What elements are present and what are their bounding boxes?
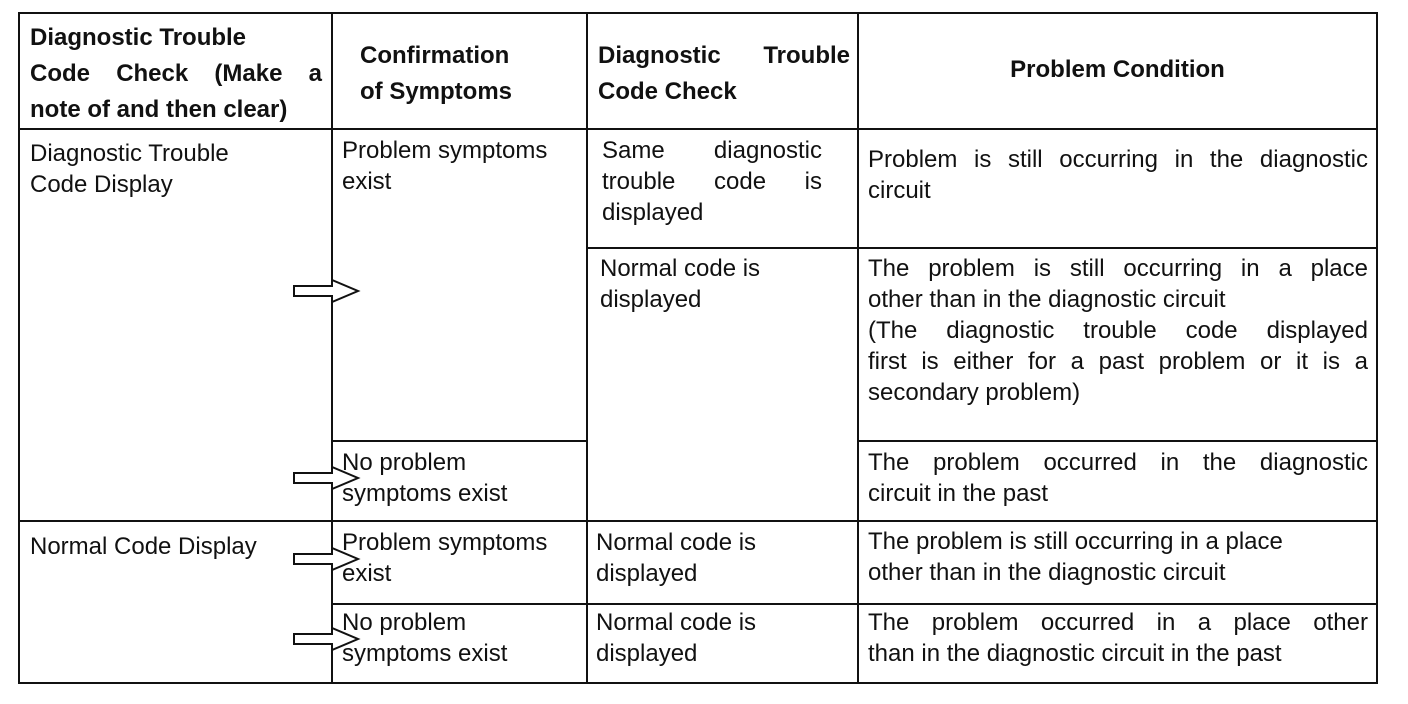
col-divider: [857, 14, 859, 682]
symptoms-cell: Problem symptoms exist: [342, 527, 547, 589]
header-line: Confirmation: [360, 42, 510, 69]
header-line: Code Check: [598, 78, 737, 105]
cell-line: other than in the diagnostic circuit: [868, 286, 1226, 313]
header-line: Diagnostic Trouble: [30, 24, 247, 51]
cell-line: circuit: [868, 177, 931, 204]
cell-line: The problem is still occurring in a plac…: [868, 255, 1368, 282]
row-divider: [331, 440, 586, 442]
header-line: of Symptoms: [360, 78, 513, 105]
right-arrow-icon: [293, 466, 361, 490]
col-divider: [331, 14, 333, 682]
problem-condition-cell: The problem occurred in a place other th…: [868, 607, 1368, 669]
cell-line: secondary problem): [868, 379, 1081, 406]
cell-line: trouble code is: [602, 168, 822, 195]
row-divider: [857, 440, 1376, 442]
cell-line: Diagnostic Trouble: [30, 140, 229, 167]
symptoms-cell: No problem symptoms exist: [342, 607, 507, 669]
header-line: Diagnostic Trouble: [598, 42, 850, 69]
cell-line: first is either for a past problem or it…: [868, 348, 1368, 375]
dtc-check-cell: Normal code is displayed: [596, 527, 756, 589]
cell-line: Same diagnostic: [602, 137, 822, 164]
row-divider: [20, 128, 1376, 130]
row-divider: [586, 247, 1376, 249]
cell-line: other than in the diagnostic circuit: [868, 559, 1226, 586]
row-divider: [331, 603, 1376, 605]
problem-condition-cell: The problem is still occurring in a plac…: [868, 253, 1368, 408]
cell-line: Normal code is: [600, 255, 761, 282]
diagnostic-table: Diagnostic Trouble Code Check (Make a no…: [18, 12, 1378, 684]
header-confirmation: Confirmation of Symptoms: [360, 38, 556, 110]
problem-condition-cell: Problem is still occurring in the diagno…: [868, 144, 1368, 206]
cell-line: exist: [342, 168, 392, 195]
cell-line: exist: [342, 560, 392, 587]
right-arrow-icon: [293, 279, 361, 303]
cell-line: Normal Code Display: [30, 533, 257, 560]
header-dtc-check-clear: Diagnostic Trouble Code Check (Make a no…: [30, 20, 322, 128]
cell-line: displayed: [600, 286, 702, 313]
right-arrow-icon: [293, 627, 361, 651]
cell-line: Code Display: [30, 171, 173, 198]
problem-condition-cell: The problem occurred in the diagnostic c…: [868, 447, 1368, 509]
cell-line: The problem occurred in the diagnostic: [868, 449, 1368, 476]
header-problem-condition: Problem Condition: [859, 52, 1376, 88]
cell-line: displayed: [596, 640, 698, 667]
dtc-check-cell: Normal code is displayed: [600, 253, 760, 315]
cell-line: displayed: [596, 560, 698, 587]
header-line: Problem Condition: [1010, 56, 1225, 83]
cell-line: Problem is still occurring in the diagno…: [868, 146, 1368, 173]
dtc-display-label: Diagnostic Trouble Code Display: [30, 138, 229, 200]
cell-line: No problem: [342, 609, 467, 636]
cell-line: symptoms exist: [342, 480, 508, 507]
cell-line: Normal code is: [596, 529, 757, 556]
cell-line: (The diagnostic trouble code displayed: [868, 317, 1368, 344]
right-arrow-icon: [293, 547, 361, 571]
cell-line: displayed: [602, 199, 704, 226]
dtc-check-cell: Normal code is displayed: [596, 607, 756, 669]
row-divider: [20, 520, 1376, 522]
cell-line: Normal code is: [596, 609, 757, 636]
header-line: note of and then clear): [30, 96, 288, 123]
symptoms-cell: No problem symptoms exist: [342, 447, 507, 509]
cell-line: symptoms exist: [342, 640, 508, 667]
cell-line: No problem: [342, 449, 467, 476]
header-dtc-check: Diagnostic Trouble Code Check: [598, 38, 850, 110]
cell-line: Problem symptoms: [342, 137, 548, 164]
header-line: Code Check (Make a: [30, 60, 322, 87]
cell-line: The problem occurred in a place other: [868, 609, 1368, 636]
problem-condition-cell: The problem is still occurring in a plac…: [868, 526, 1283, 588]
cell-line: Problem symptoms: [342, 529, 548, 556]
normal-code-display-label: Normal Code Display: [30, 531, 257, 562]
cell-line: than in the diagnostic circuit in the pa…: [868, 640, 1282, 667]
dtc-check-cell: Same diagnostic trouble code is displaye…: [602, 135, 822, 228]
cell-line: circuit in the past: [868, 480, 1049, 507]
col-divider: [586, 14, 588, 682]
symptoms-cell: Problem symptoms exist: [342, 135, 547, 197]
cell-line: The problem is still occurring in a plac…: [868, 528, 1283, 555]
